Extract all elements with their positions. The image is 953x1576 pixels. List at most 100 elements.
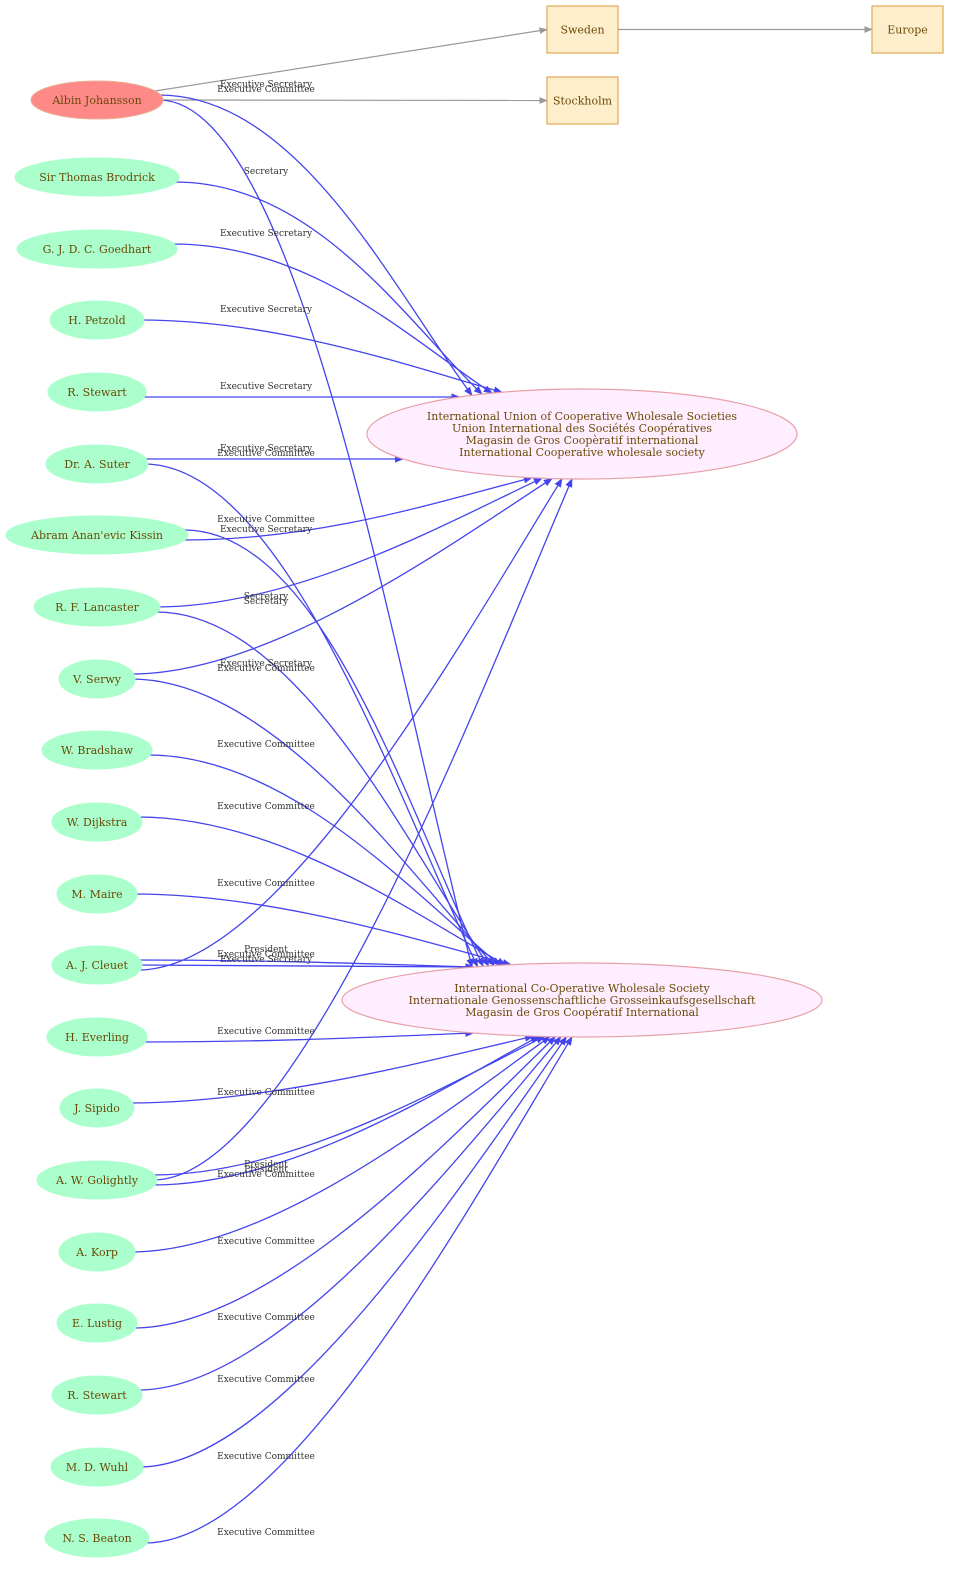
role-edge-beaton-icws	[144, 1036, 573, 1544]
place-node-europe[interactable]: Europe	[871, 5, 944, 54]
place-node-stockholm[interactable]: Stockholm	[546, 76, 619, 125]
person-ellipse	[58, 659, 136, 699]
role-edge-wuhl-icws	[138, 1036, 567, 1468]
organization-ellipse	[366, 388, 798, 480]
edge-label: Executive Committee	[217, 1452, 315, 1462]
place-label: Stockholm	[553, 95, 613, 108]
place-box	[871, 5, 944, 54]
role-edge-serwy-iucws	[130, 478, 553, 675]
person-node-everling[interactable]: H. Everling	[46, 1017, 148, 1057]
role-edge-goedhart-iucws	[172, 243, 493, 394]
role-edge-golightly-iucws	[152, 478, 573, 1181]
role-edge-dijkstra-icws	[137, 816, 507, 966]
edge-label: Executive Committee	[217, 1027, 315, 1037]
edge-layer	[129, 26, 873, 1544]
person-label: Sir Thomas Brodrick	[39, 171, 155, 184]
edge-label: Executive Committee	[217, 1375, 315, 1385]
person-node-lustig[interactable]: E. Lustig	[56, 1303, 138, 1343]
person-label: V. Serwy	[72, 673, 122, 686]
person-ellipse	[46, 1017, 148, 1057]
person-node-golightly[interactable]: A. W. Golightly	[36, 1160, 158, 1200]
person-node-korp[interactable]: A. Korp	[58, 1232, 136, 1272]
edge-label: Executive Committee	[217, 1170, 315, 1180]
person-label: N. S. Beaton	[62, 1532, 131, 1545]
person-label: J. Sipido	[73, 1102, 120, 1115]
role-edge-brodrick-iucws	[174, 181, 483, 395]
person-node-brodrick[interactable]: Sir Thomas Brodrick	[14, 157, 180, 197]
edge-label: Executive Secretary	[220, 80, 313, 90]
person-node-bradshaw[interactable]: W. Bradshaw	[41, 730, 153, 770]
role-edge-golightly-icws	[152, 1035, 546, 1176]
place-node-sweden[interactable]: Sweden	[546, 5, 619, 54]
edge-label: Executive Committee	[217, 1237, 315, 1247]
edge-label: President	[244, 945, 288, 955]
role-edge-cleuet-icws	[137, 959, 475, 971]
person-label: G. J. D. C. Goedhart	[43, 243, 152, 256]
person-ellipse	[44, 1518, 150, 1558]
person-ellipse	[56, 874, 138, 914]
organization-label-line: Magasin de Gros Coopératif International	[465, 1006, 699, 1019]
organization-label-line: Magasin de Gros Coopèratif international	[466, 434, 699, 447]
edge-label: Executive Secretary	[220, 382, 313, 392]
person-ellipse	[50, 1447, 144, 1487]
person-label: R. Stewart	[67, 1389, 127, 1402]
person-ellipse	[51, 802, 143, 842]
edge-label: Executive Committee	[217, 515, 315, 525]
role-edge-maire-icws	[132, 893, 512, 967]
person-node-lancaster[interactable]: R. F. Lancaster	[33, 587, 161, 627]
place-edge-albin-sweden	[154, 27, 548, 92]
role-edge-kissin-icws	[183, 529, 484, 968]
organization-label-line: Internationale Genossenschaftliche Gross…	[409, 994, 756, 1007]
person-ellipse	[16, 229, 178, 269]
person-ellipse	[45, 444, 149, 484]
person-node-albin[interactable]: Albin Johansson	[30, 80, 164, 120]
role-edge-lancaster-iucws	[155, 477, 543, 608]
role-edge-suter-icws	[143, 463, 479, 968]
person-node-goedhart[interactable]: G. J. D. C. Goedhart	[16, 229, 178, 269]
role-edge-golightly-icws	[152, 1035, 540, 1186]
person-ellipse	[47, 372, 147, 412]
person-node-dijkstra[interactable]: W. Dijkstra	[51, 802, 143, 842]
person-node-rstewart1[interactable]: R. Stewart	[47, 372, 147, 412]
person-node-beaton[interactable]: N. S. Beaton	[44, 1518, 150, 1558]
person-ellipse	[30, 80, 164, 120]
place-edge-albin-stockholm	[154, 97, 548, 104]
role-edge-albin-iucws	[158, 94, 473, 397]
person-ellipse	[14, 157, 180, 197]
person-node-cleuet[interactable]: A. J. Cleuet	[51, 945, 143, 985]
person-node-maire[interactable]: M. Maire	[56, 874, 138, 914]
edge-label: Executive Secretary	[220, 229, 313, 239]
person-node-wuhl[interactable]: M. D. Wuhl	[50, 1447, 144, 1487]
organization-label-line: International Co-Operative Wholesale Soc…	[454, 982, 710, 995]
edge-label: Executive Committee	[217, 802, 315, 812]
organization-node-iucws[interactable]: International Union of Cooperative Whole…	[366, 388, 798, 480]
organization-node-icws[interactable]: International Co-Operative Wholesale Soc…	[341, 962, 823, 1038]
person-label: M. D. Wuhl	[66, 1461, 129, 1474]
person-node-sipido[interactable]: J. Sipido	[59, 1088, 135, 1128]
edge-label: Executive Committee	[217, 950, 315, 960]
person-ellipse	[56, 1303, 138, 1343]
person-node-petzold[interactable]: H. Petzold	[49, 300, 145, 340]
role-edge-cleuet-icws	[137, 963, 475, 971]
role-edge-korp-icws	[130, 1036, 551, 1253]
person-node-suter[interactable]: Dr. A. Suter	[45, 444, 149, 484]
role-edge-rstewart2-icws	[137, 1036, 562, 1391]
person-label: W. Bradshaw	[61, 744, 134, 757]
person-node-rstewart2[interactable]: R. Stewart	[51, 1375, 143, 1415]
person-label: M. Maire	[71, 888, 122, 901]
person-label: R. F. Lancaster	[55, 601, 139, 614]
person-ellipse	[41, 730, 153, 770]
person-label: A. J. Cleuet	[65, 959, 129, 972]
edge-label: Executive Committee	[217, 740, 315, 750]
person-label: Dr. A. Suter	[64, 458, 130, 471]
person-ellipse	[51, 945, 143, 985]
edge-label: President	[244, 1160, 288, 1170]
person-ellipse	[36, 1160, 158, 1200]
person-label: H. Petzold	[68, 314, 125, 327]
person-node-kissin[interactable]: Abram Anan'evic Kissin	[5, 515, 189, 555]
person-label: Abram Anan'evic Kissin	[30, 529, 163, 542]
person-node-serwy[interactable]: V. Serwy	[58, 659, 136, 699]
place-box	[546, 76, 619, 125]
